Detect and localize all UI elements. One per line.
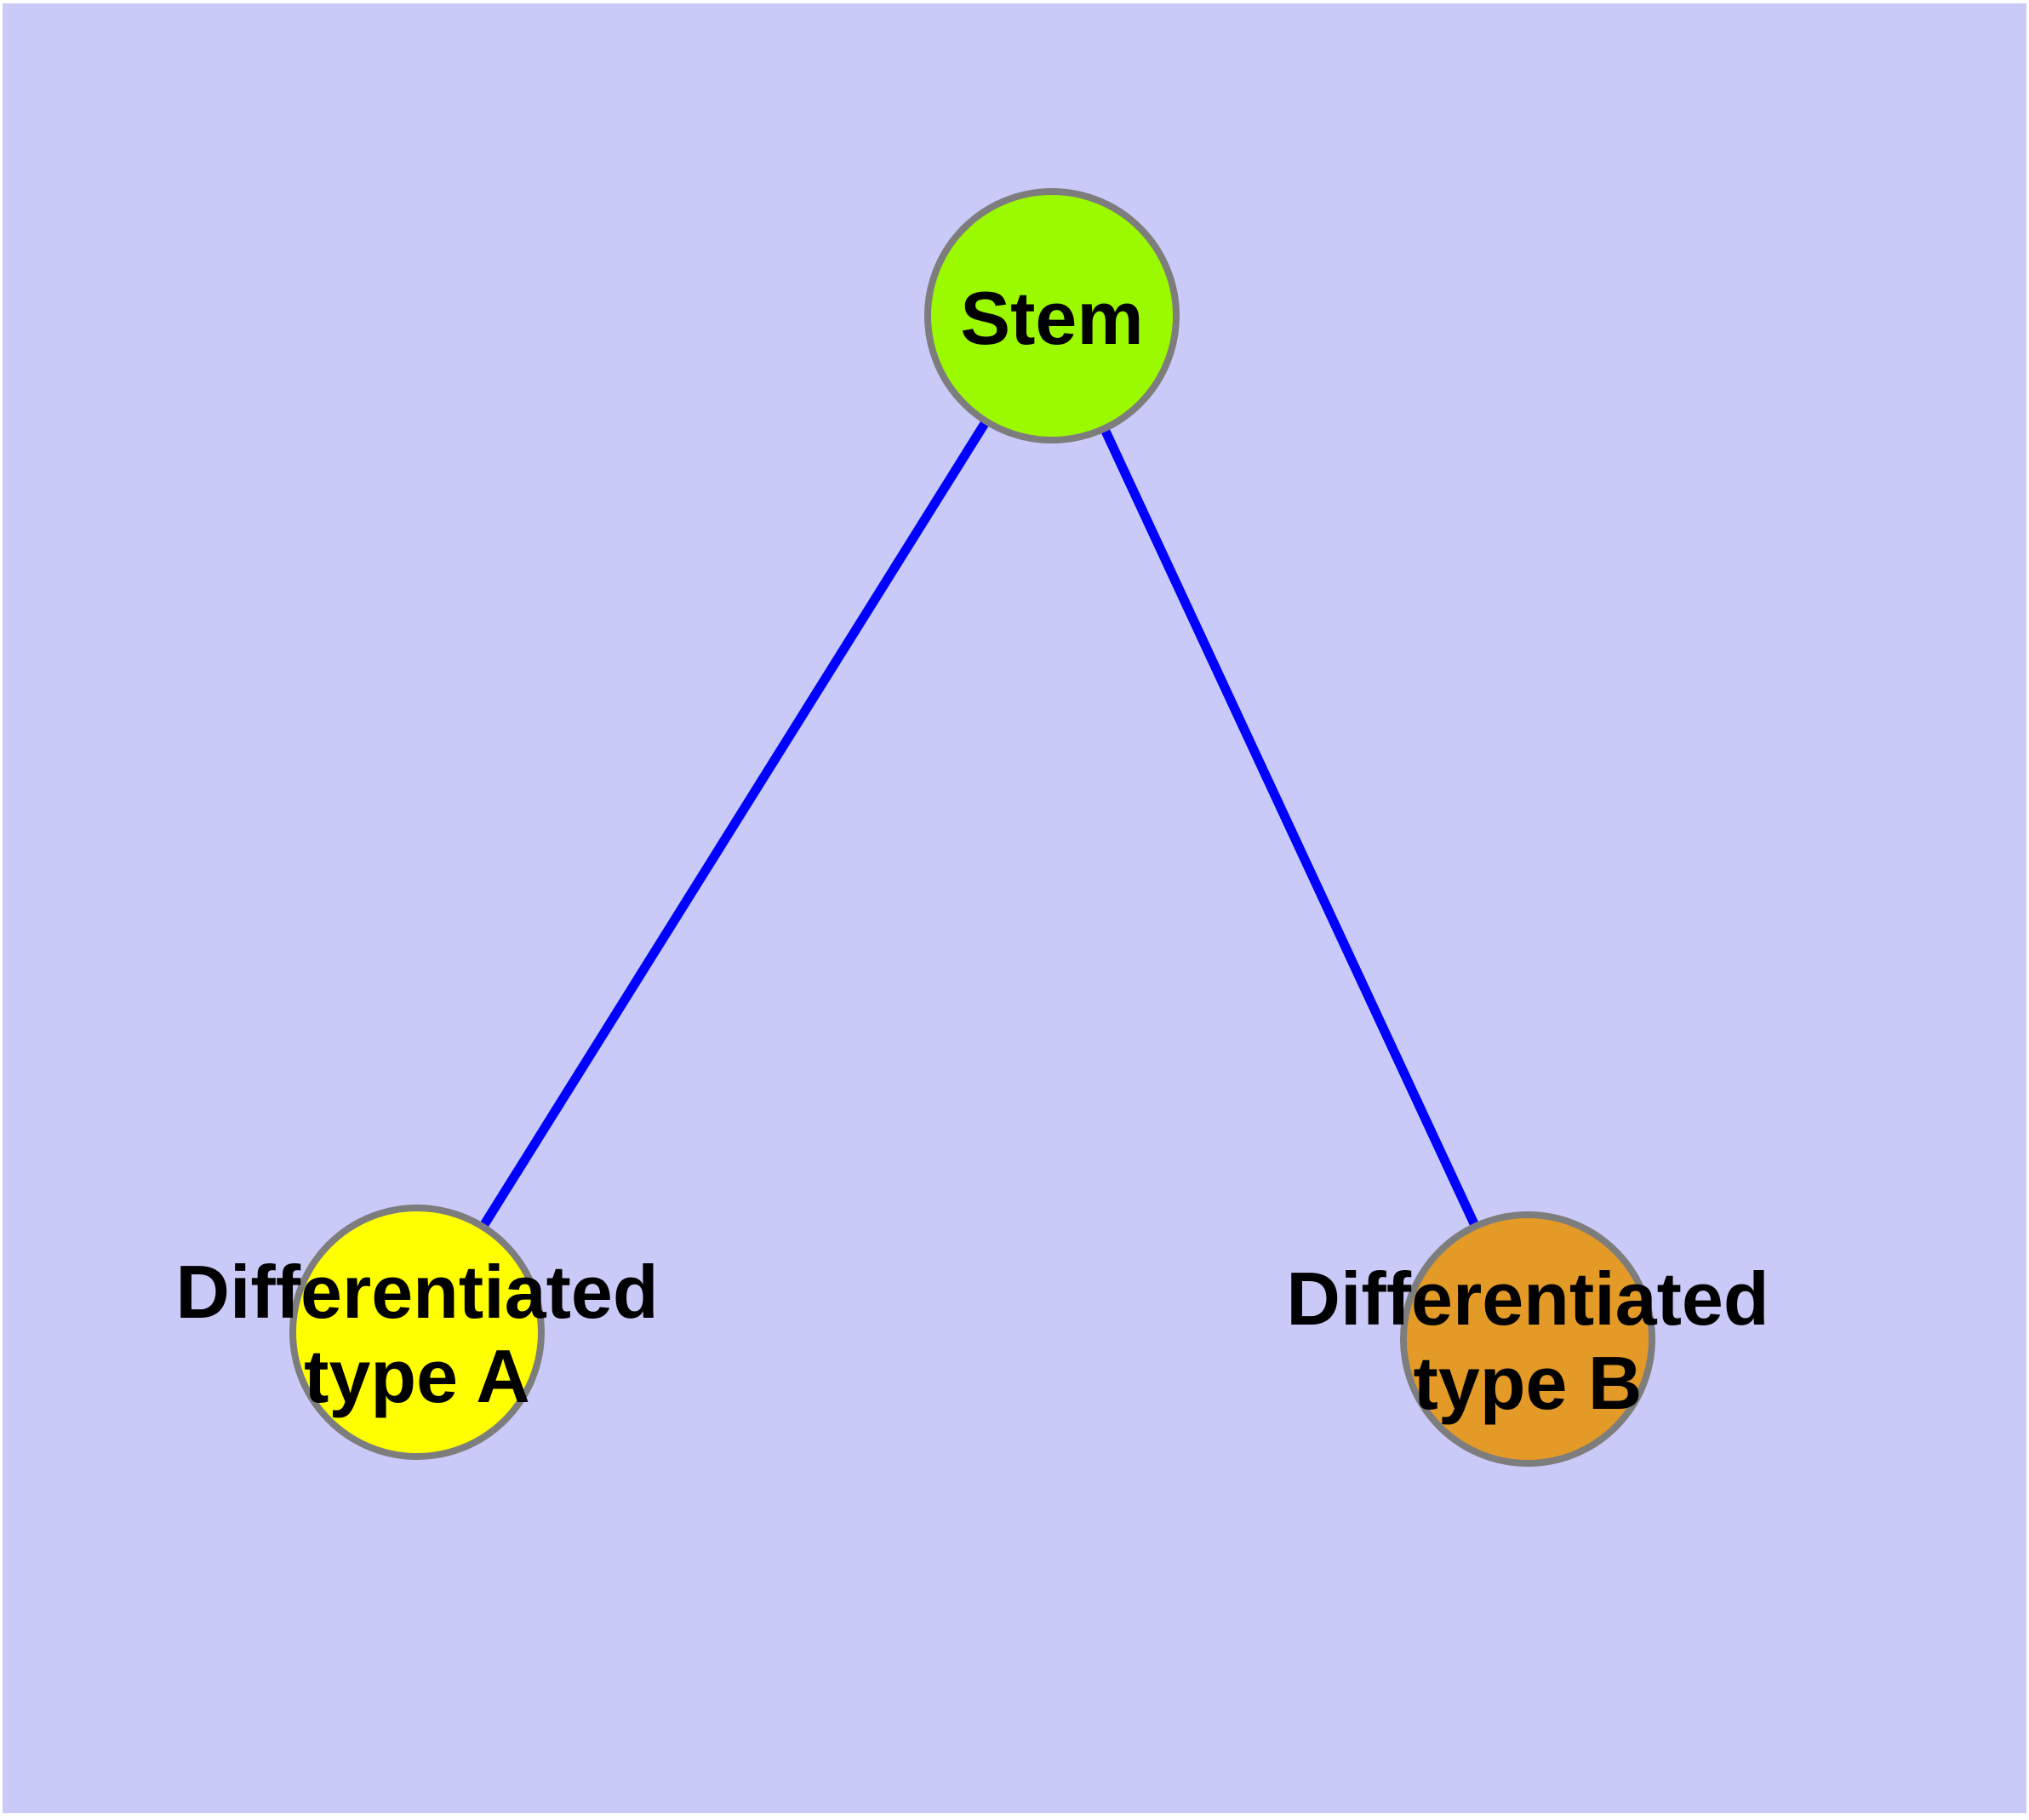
node-stem bbox=[924, 188, 1180, 444]
node-differentiated-type-a bbox=[289, 1205, 545, 1460]
node-stem-label: Stem bbox=[960, 276, 1143, 360]
node-type-a-label-line1: Differentiated bbox=[175, 1250, 658, 1334]
node-differentiated-type-b bbox=[1400, 1211, 1655, 1467]
node-type-b-label-line2: type B bbox=[1414, 1341, 1643, 1425]
edge-stem-to-type-b bbox=[1048, 313, 1532, 1342]
node-type-b-label-line1: Differentiated bbox=[1286, 1256, 1769, 1341]
node-type-a-label-line2: type A bbox=[304, 1334, 530, 1418]
edge-stem-to-type-a bbox=[413, 313, 1056, 1335]
